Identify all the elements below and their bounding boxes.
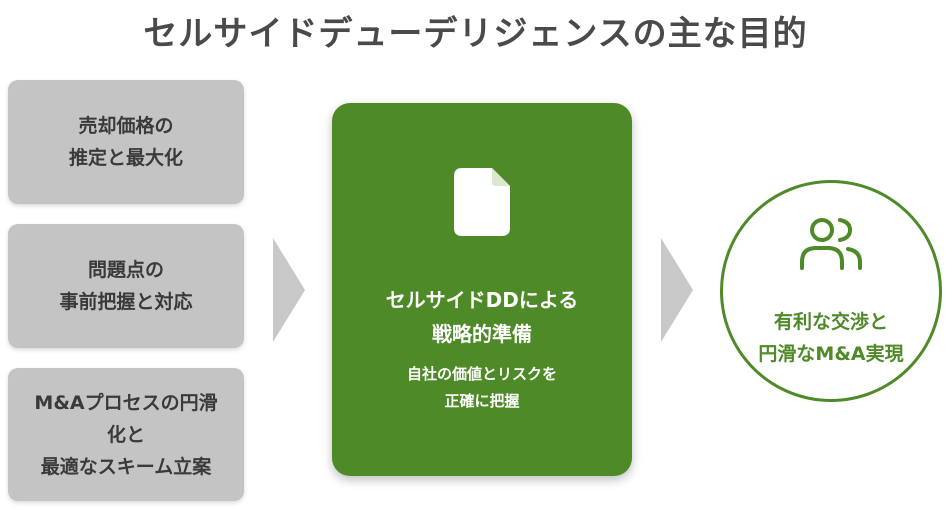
purpose-box-process: M&Aプロセスの円滑 化と 最適なスキーム立案 — [8, 368, 244, 501]
center-card-title: セルサイドDDによる 戦略的準備 — [385, 288, 579, 346]
users-icon — [800, 218, 862, 270]
purpose-box-price: 売却価格の 推定と最大化 — [8, 80, 244, 204]
purpose-box-label: 問題点の 事前把握と対応 — [59, 259, 193, 313]
purpose-box-label: M&Aプロセスの円滑 化と 最適なスキーム立案 — [34, 391, 218, 478]
center-card-subtitle: 自社の価値とリスクを 正確に把握 — [406, 365, 557, 410]
goal-text: 有利な交渉と 円滑なM&A実現 — [758, 311, 904, 365]
center-strategy-card: セルサイドDDによる 戦略的準備 自社の価値とリスクを 正確に把握 — [332, 103, 632, 476]
goal-circle: 有利な交渉と 円滑なM&A実現 — [720, 180, 942, 402]
document-icon — [454, 168, 510, 236]
purpose-box-label: 売却価格の 推定と最大化 — [68, 115, 183, 169]
page-title: セルサイドデューデリジェンスの主な目的 — [143, 14, 808, 54]
chevron-right-icon — [273, 238, 305, 342]
chevron-right-icon — [661, 238, 693, 342]
purpose-box-issues: 問題点の 事前把握と対応 — [8, 224, 244, 348]
